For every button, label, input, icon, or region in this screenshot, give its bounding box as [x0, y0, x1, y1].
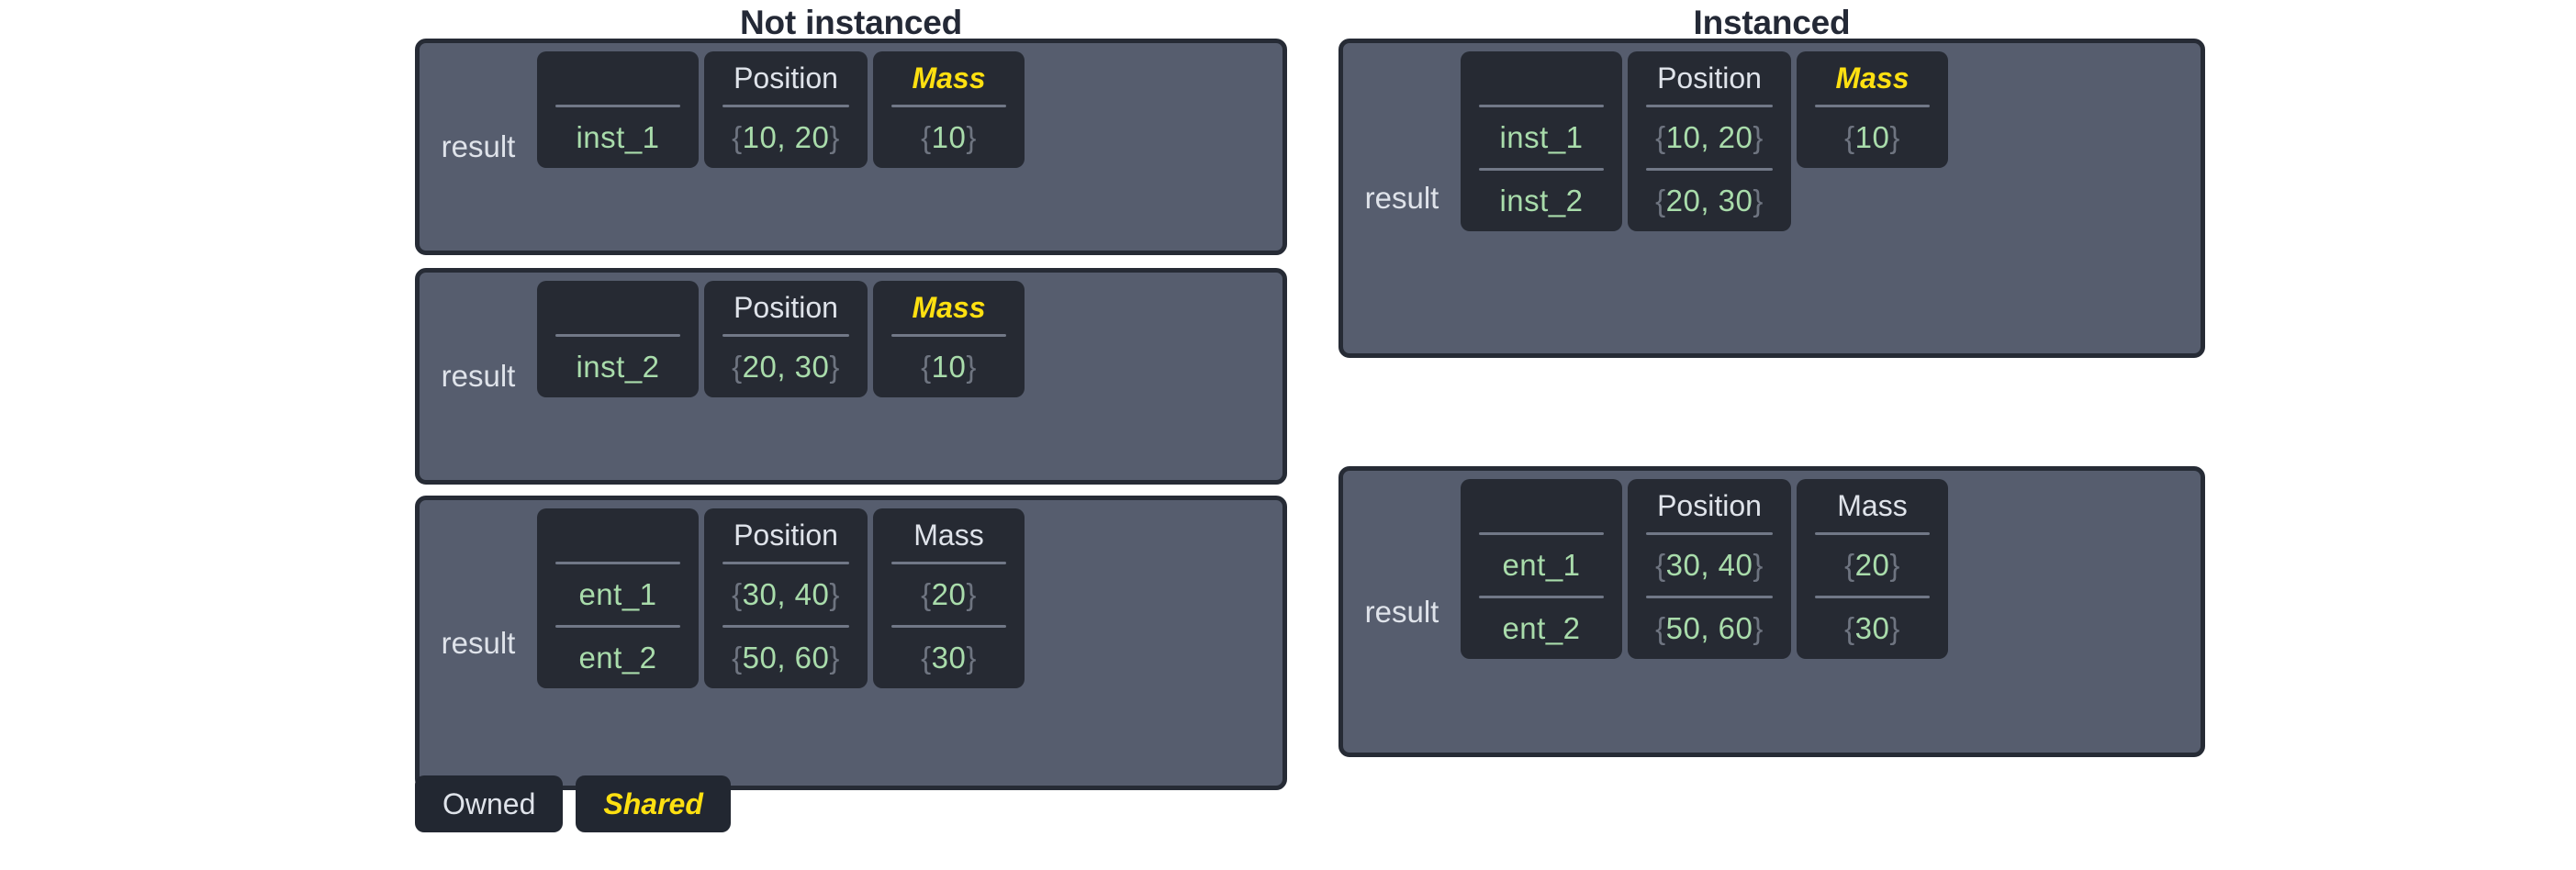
panel-title-not-instanced: Not instanced [739, 4, 963, 41]
cell-name: inst_1 [576, 120, 660, 154]
panel-title-instanced: Instanced [1693, 4, 1851, 41]
column-divider [1646, 532, 1773, 535]
table-row: result inst_1 Position {10, 20} Mass {10… [415, 39, 1287, 255]
table-label: result [441, 625, 516, 660]
cell-mass: {20} [1844, 548, 1900, 582]
column-mass: Mass {20} {30} [1797, 479, 1948, 659]
column-divider [891, 334, 1006, 337]
table-row: result ent_1 ent_2 Position {30, 40} {50… [415, 496, 1287, 790]
cell-name: inst_2 [1499, 184, 1584, 218]
legend-chip-shared: Shared [576, 775, 731, 832]
column-mass: Mass {10} [873, 281, 1025, 397]
cell-name: inst_1 [1499, 120, 1584, 154]
column-divider [555, 562, 680, 564]
table-label: result [1364, 594, 1439, 629]
cell-position: {30, 40} [1655, 548, 1764, 582]
table-label: result [441, 359, 516, 393]
column-divider [555, 625, 680, 628]
column-divider [1479, 105, 1604, 107]
table-row: result inst_1 inst_2 Position {10, 20} {… [1338, 39, 2205, 358]
cell-name: ent_1 [1502, 548, 1581, 582]
column-divider [891, 105, 1006, 107]
panel-instanced: Instanced result inst_1 inst_2 Position … [1338, 0, 2205, 757]
table-columns: inst_2 Position {20, 30} Mass {10} [537, 273, 1282, 480]
cell-name: inst_2 [576, 350, 660, 384]
column-divider [1479, 168, 1604, 171]
cell-position: {10, 20} [732, 120, 840, 154]
column-position: Position {10, 20} [704, 51, 868, 168]
table-row: result inst_2 Position {20, 30} Mass {10… [415, 268, 1287, 485]
column-header-position: Position [1657, 61, 1762, 95]
column-header-name [550, 51, 686, 105]
column-position: Position {30, 40} {50, 60} [1628, 479, 1791, 659]
column-header-position: Position [734, 61, 838, 95]
cell-mass: {10} [921, 120, 977, 154]
column-position: Position {20, 30} [704, 281, 868, 397]
column-divider [722, 562, 849, 564]
table-columns: ent_1 ent_2 Position {30, 40} {50, 60} M… [1461, 471, 2201, 753]
column-divider [1815, 105, 1930, 107]
cell-name: ent_2 [1502, 611, 1581, 645]
cell-position: {20, 30} [732, 350, 840, 384]
column-header-position: Position [734, 519, 838, 552]
column-mass: Mass {10} [1797, 51, 1948, 168]
panel-not-instanced: Not instanced result inst_1 Position {10… [415, 0, 1287, 790]
column-header-name [550, 508, 686, 562]
column-mass: Mass {10} [873, 51, 1025, 168]
cell-mass: {10} [1844, 120, 1900, 154]
column-position: Position {30, 40} {50, 60} [704, 508, 868, 688]
column-header-mass: Mass [1837, 489, 1908, 522]
legend-chip-owned: Owned [415, 775, 564, 832]
column-name: ent_1 ent_2 [537, 508, 699, 688]
table-label: result [441, 129, 516, 163]
column-header-mass: Mass [912, 61, 986, 95]
column-divider [1479, 596, 1604, 598]
cell-position: {10, 20} [1655, 120, 1764, 154]
cell-mass: {30} [1844, 611, 1900, 645]
column-name: inst_1 inst_2 [1461, 51, 1622, 231]
column-divider [555, 105, 680, 107]
column-header-mass: Mass [913, 519, 984, 552]
column-header-mass: Mass [1835, 61, 1910, 95]
table-columns: inst_1 inst_2 Position {10, 20} {20, 30}… [1461, 43, 2201, 353]
table-label: result [1364, 181, 1439, 215]
column-divider [722, 105, 849, 107]
cell-position: {50, 60} [1655, 611, 1764, 645]
cell-position: {20, 30} [1655, 184, 1764, 218]
column-name: inst_1 [537, 51, 699, 168]
column-name: ent_1 ent_2 [1461, 479, 1622, 659]
column-header-name [1473, 479, 1609, 532]
column-divider [555, 334, 680, 337]
column-name: inst_2 [537, 281, 699, 397]
column-header-name [550, 281, 686, 334]
cell-mass: {10} [921, 350, 977, 384]
column-header-position: Position [734, 291, 838, 324]
cell-name: ent_2 [578, 641, 657, 675]
column-divider [722, 625, 849, 628]
table-columns: inst_1 Position {10, 20} Mass {10} [537, 43, 1282, 251]
cell-position: {30, 40} [732, 577, 840, 611]
column-divider [722, 334, 849, 337]
legend: Owned Shared [415, 775, 731, 832]
column-header-mass: Mass [912, 291, 986, 324]
column-divider [1479, 532, 1604, 535]
column-header-name [1473, 51, 1609, 105]
cell-name: ent_1 [578, 577, 657, 611]
column-divider [1815, 532, 1930, 535]
column-divider [1815, 596, 1930, 598]
column-divider [891, 625, 1006, 628]
cell-mass: {20} [921, 577, 977, 611]
column-divider [1646, 105, 1773, 107]
column-divider [891, 562, 1006, 564]
table-row: result ent_1 ent_2 Position {30, 40} {50… [1338, 466, 2205, 757]
column-position: Position {10, 20} {20, 30} [1628, 51, 1791, 231]
column-divider [1646, 596, 1773, 598]
column-divider [1646, 168, 1773, 171]
cell-position: {50, 60} [732, 641, 840, 675]
column-header-position: Position [1657, 489, 1762, 522]
column-mass: Mass {20} {30} [873, 508, 1025, 688]
cell-mass: {30} [921, 641, 977, 675]
table-columns: ent_1 ent_2 Position {30, 40} {50, 60} M… [537, 500, 1282, 786]
